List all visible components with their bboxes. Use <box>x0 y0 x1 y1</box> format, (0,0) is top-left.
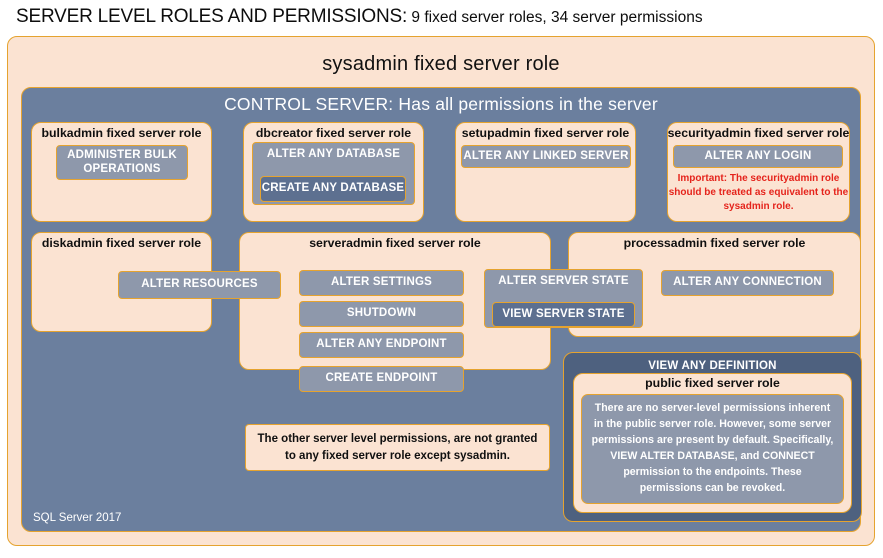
securityadmin-role-card <box>667 122 850 222</box>
public-role-description: There are no server-level permissions in… <box>581 394 844 504</box>
control-server-label: CONTROL SERVER: Has all permissions in t… <box>224 93 658 114</box>
permission-alter-resources: ALTER RESOURCES <box>118 271 281 299</box>
permission-alter-any-linked-server: ALTER ANY LINKED SERVER <box>461 145 631 168</box>
dbcreator-role-label: dbcreator fixed server role <box>255 126 412 140</box>
permission-alter-any-database-text: ALTER ANY DATABASE <box>266 148 401 160</box>
setupadmin-role-label: setupadmin fixed server role <box>461 126 630 140</box>
permission-shutdown: SHUTDOWN <box>299 301 464 327</box>
sysadmin-role-label: sysadmin fixed server role <box>322 52 560 75</box>
permission-create-any-database: CREATE ANY DATABASE <box>260 176 406 202</box>
page-title: SERVER LEVEL ROLES AND PERMISSIONS: 9 fi… <box>16 6 876 32</box>
permission-alter-any-login: ALTER ANY LOGIN <box>673 145 843 168</box>
securityadmin-role-label: securityadmin fixed server role <box>667 126 850 140</box>
securityadmin-warning-text: Important: The securityadmin role should… <box>668 173 849 212</box>
diskadmin-role-label: diskadmin fixed server role <box>41 236 202 250</box>
other-permissions-note: The other server level permissions, are … <box>245 424 550 471</box>
processadmin-role-label: processadmin fixed server role <box>623 236 806 250</box>
permission-alter-settings: ALTER SETTINGS <box>299 270 464 296</box>
permission-alter-any-endpoint: ALTER ANY ENDPOINT <box>299 332 464 358</box>
bulkadmin-role-label: bulkadmin fixed server role <box>41 126 202 140</box>
permission-alter-server-state-text: ALTER SERVER STATE <box>498 275 629 287</box>
footer-version-label: SQL Server 2017 <box>33 512 122 524</box>
public-role-label: public fixed server role <box>645 376 780 390</box>
permission-administer-bulk-operations: ADMINISTER BULK OPERATIONS <box>56 145 188 180</box>
serveradmin-role-label: serveradmin fixed server role <box>309 236 481 250</box>
permission-view-server-state: VIEW SERVER STATE <box>492 302 635 327</box>
permission-alter-any-connection: ALTER ANY CONNECTION <box>661 270 834 296</box>
page-title-strong: SERVER LEVEL ROLES AND PERMISSIONS: <box>16 6 408 27</box>
page-title-rest: 9 fixed server roles, 34 server permissi… <box>407 9 703 26</box>
view-any-definition-label: VIEW ANY DEFINITION <box>648 359 777 372</box>
permission-create-endpoint: CREATE ENDPOINT <box>299 366 464 392</box>
setupadmin-role-card <box>455 122 636 222</box>
